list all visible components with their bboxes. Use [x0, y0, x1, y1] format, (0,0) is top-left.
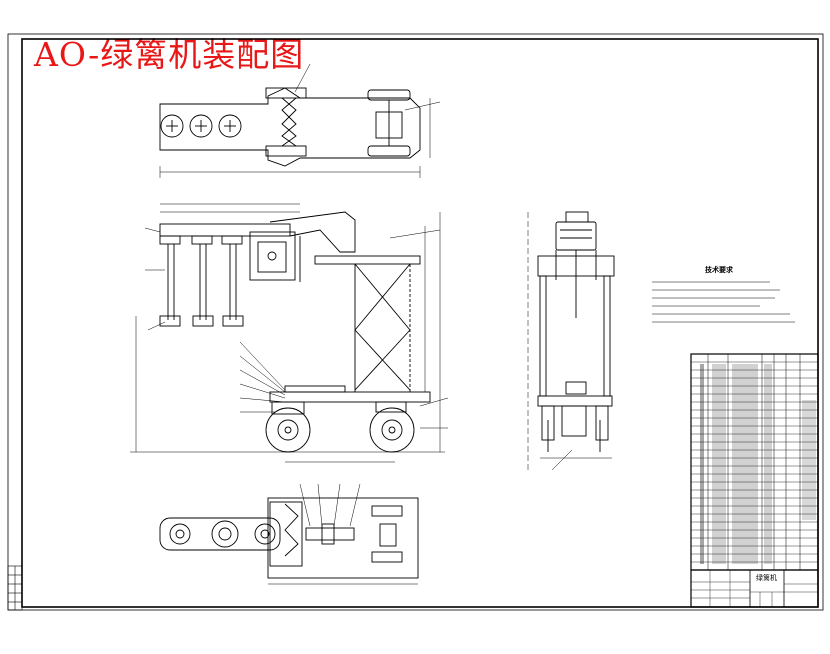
outer-border — [7, 33, 824, 611]
tech-requirements-heading: 技术要求 — [705, 266, 733, 274]
titleblock-label: 绿篱机 — [756, 574, 777, 582]
binding-strip — [7, 565, 23, 611]
side-elevation-view — [527, 211, 615, 471]
title-block — [690, 569, 819, 608]
tech-requirements-lines — [652, 281, 795, 323]
inner-border — [21, 38, 819, 608]
top-view-upper — [159, 63, 441, 178]
parts-list-table — [690, 353, 819, 571]
drawing-title: AO-绿篱机装配图 — [34, 35, 305, 74]
front-elevation-view — [130, 203, 449, 463]
top-view-lower — [159, 483, 419, 585]
